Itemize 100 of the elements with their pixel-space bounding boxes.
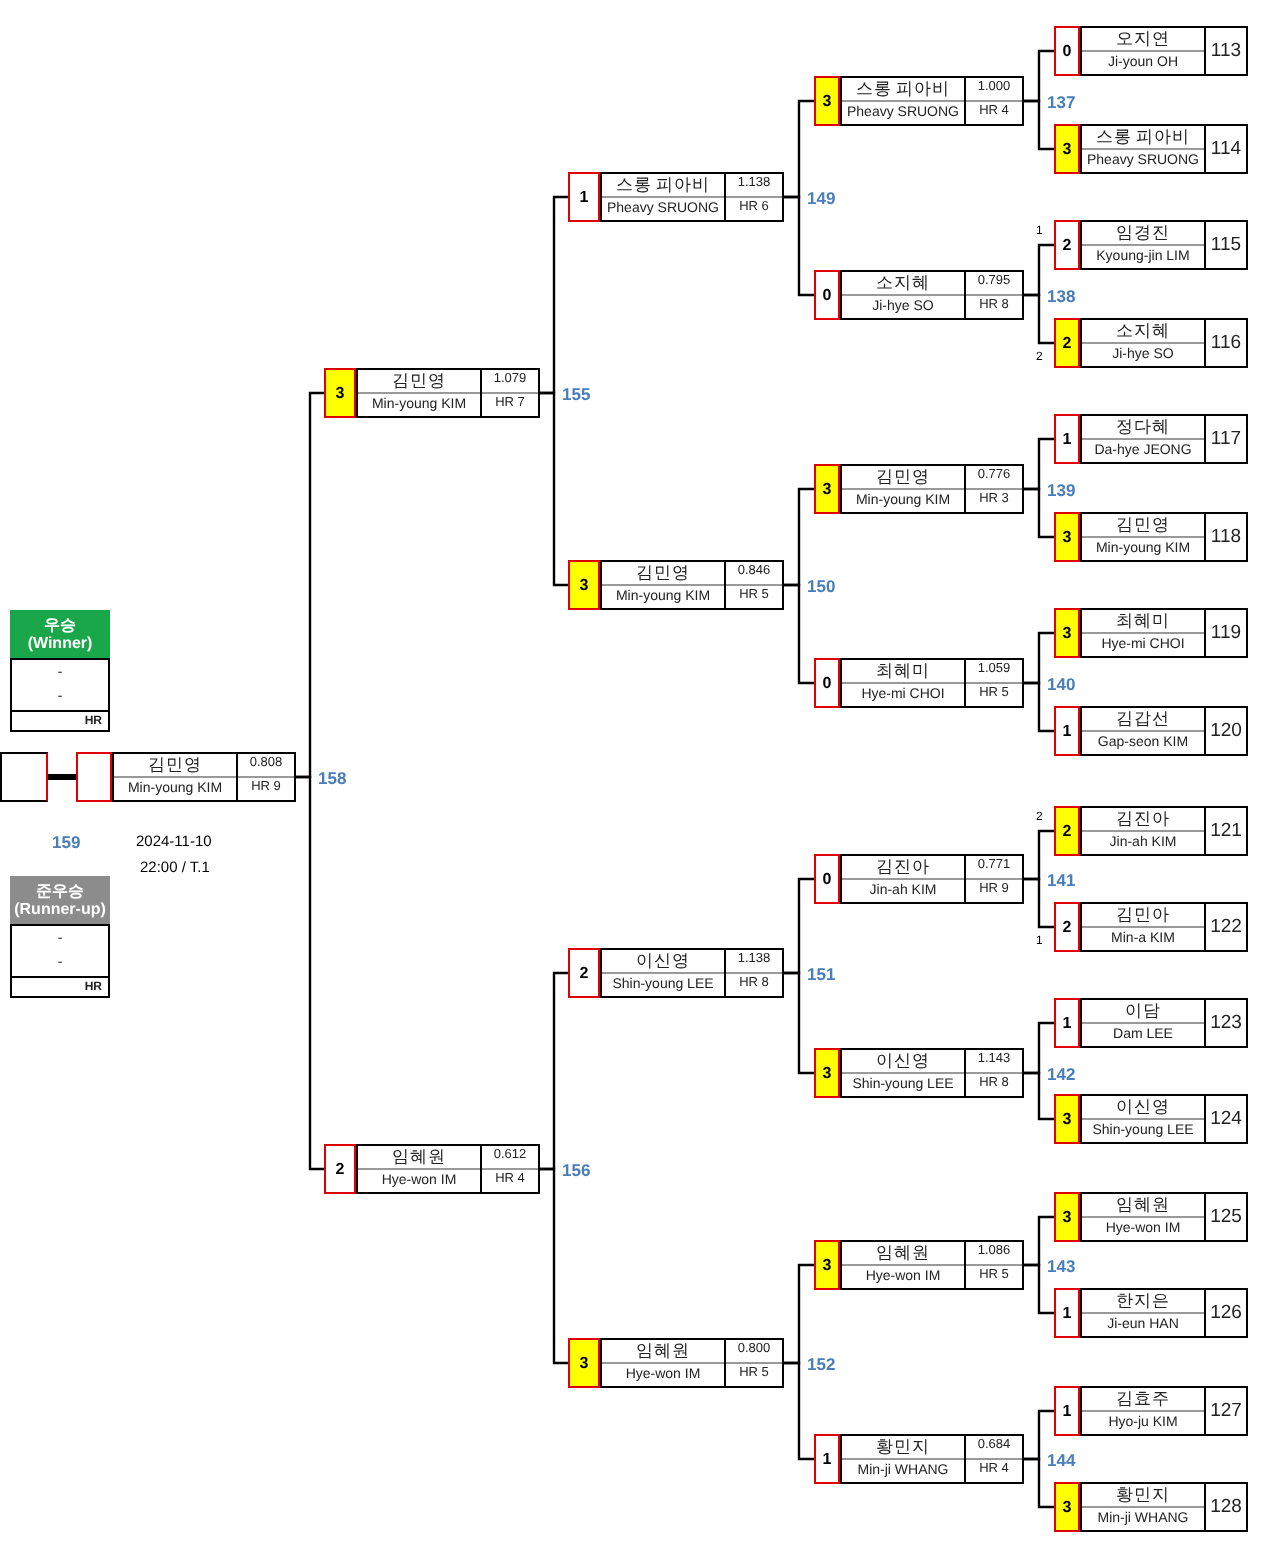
name-korean: 소지혜 <box>876 274 930 292</box>
player-box <box>1054 124 1248 174</box>
name-korean: 김진아 <box>1116 810 1170 828</box>
score-cell: 1 <box>1054 706 1080 756</box>
match-number: 155 <box>560 385 593 402</box>
name-korean: 정다혜 <box>1116 418 1170 436</box>
name-korean: 임혜원 <box>636 1342 690 1360</box>
match-number: 159 <box>52 834 81 851</box>
score-cell: 3 <box>814 1240 840 1290</box>
player-box <box>1054 608 1248 658</box>
match-number: 158 <box>316 769 349 786</box>
bracket-line <box>1024 293 1054 345</box>
player-box <box>1054 1386 1248 1436</box>
player-box <box>814 658 1024 708</box>
bracket-line <box>540 1167 568 1365</box>
name-korean: 김민영 <box>1116 516 1170 534</box>
match-number: 150 <box>805 577 838 594</box>
name-korean: 김진아 <box>876 858 930 876</box>
seed-number: 125 <box>1210 1207 1242 1227</box>
match-number: 141 <box>1045 871 1078 888</box>
player-box <box>1054 220 1248 270</box>
bracket-line <box>1024 877 1054 929</box>
bracket-line <box>1024 1263 1054 1315</box>
player-box <box>814 76 1024 126</box>
player-box <box>814 464 1024 514</box>
match-number: 142 <box>1045 1065 1078 1082</box>
seed-number: 119 <box>1210 623 1242 643</box>
score-cell: 3 <box>814 1048 840 1098</box>
player-box <box>1054 1288 1248 1338</box>
score-cell: 3 <box>1054 1094 1080 1144</box>
match-line <box>48 774 76 780</box>
player-box <box>1054 1192 1248 1242</box>
player-box <box>814 1048 1024 1098</box>
name-korean: 김갑선 <box>1116 710 1170 728</box>
score-cell: 1 <box>1054 1288 1080 1338</box>
match-number: 152 <box>805 1355 838 1372</box>
score-cell: 3 <box>568 1338 600 1388</box>
name-korean: 이신영 <box>636 952 690 970</box>
match-number: 144 <box>1045 1451 1078 1468</box>
player-box <box>568 1338 784 1388</box>
name-korean: 황민지 <box>876 1438 930 1456</box>
score-cell: 3 <box>1054 1482 1080 1532</box>
score-cell: 1 <box>1054 998 1080 1048</box>
bracket-line <box>784 195 814 297</box>
score-cell: 1 <box>1054 414 1080 464</box>
score-cell: 0 <box>1054 26 1080 76</box>
score-cell: 2 <box>324 1144 356 1194</box>
result-header: 우승 (Winner) <box>10 610 110 658</box>
match-number: 137 <box>1045 93 1078 110</box>
bracket-line <box>1024 1457 1054 1509</box>
bracket-line <box>540 391 568 587</box>
player-box <box>1054 318 1248 368</box>
score-cell: 3 <box>324 368 356 418</box>
name-korean: 임혜원 <box>876 1244 930 1262</box>
match-number: 151 <box>805 965 838 982</box>
player-box <box>1054 512 1248 562</box>
name-korean: 임경진 <box>1116 224 1170 242</box>
score-cell: 1 <box>568 172 600 222</box>
score-cell: 2 <box>1054 318 1080 368</box>
player-box <box>568 948 784 998</box>
name-korean: 김민아 <box>1116 906 1170 924</box>
bracket-line <box>1024 487 1054 539</box>
bracket-line <box>784 1361 814 1461</box>
seed-number: 126 <box>1210 1303 1242 1323</box>
name-korean: 이신영 <box>1116 1098 1170 1116</box>
result-box <box>10 610 110 732</box>
match-number: 143 <box>1045 1257 1078 1274</box>
player-box <box>568 172 784 222</box>
player-box <box>814 854 1024 904</box>
seed-number: 124 <box>1210 1109 1242 1129</box>
name-korean: 최혜미 <box>1116 612 1170 630</box>
name-korean: 임혜원 <box>1116 1196 1170 1214</box>
score-cell: 3 <box>814 76 840 126</box>
seed-number: 120 <box>1210 721 1242 741</box>
seed-number: 116 <box>1210 333 1242 353</box>
seed-number: 118 <box>1210 527 1242 547</box>
score-cell: 3 <box>1054 1192 1080 1242</box>
score-cell: 0 <box>814 658 840 708</box>
player-box <box>1054 806 1248 856</box>
name-korean: 소지혜 <box>1116 322 1170 340</box>
player-box <box>1054 902 1248 952</box>
name-korean: 스롱 피아비 <box>1095 128 1191 146</box>
name-korean: 이신영 <box>876 1052 930 1070</box>
bracket-line <box>296 775 324 1171</box>
name-korean: 임혜원 <box>392 1148 446 1166</box>
seed-number: 115 <box>1210 235 1242 255</box>
bracket-line <box>1024 99 1054 151</box>
score-cell: 2 <box>1054 902 1080 952</box>
bracket-line <box>784 971 814 1075</box>
bracket-line <box>1024 1071 1054 1121</box>
name-korean: 스롱 피아비 <box>615 176 711 194</box>
name-korean: 김효주 <box>1116 1390 1170 1408</box>
result-header: 준우승 (Runner-up) <box>10 876 110 924</box>
name-korean: 김민영 <box>148 756 202 774</box>
bracket-line <box>784 583 814 685</box>
player-box <box>324 1144 540 1194</box>
player-box <box>0 752 48 802</box>
seed-number: 121 <box>1210 821 1242 841</box>
seed-number: 117 <box>1210 429 1242 449</box>
player-box <box>568 560 784 610</box>
